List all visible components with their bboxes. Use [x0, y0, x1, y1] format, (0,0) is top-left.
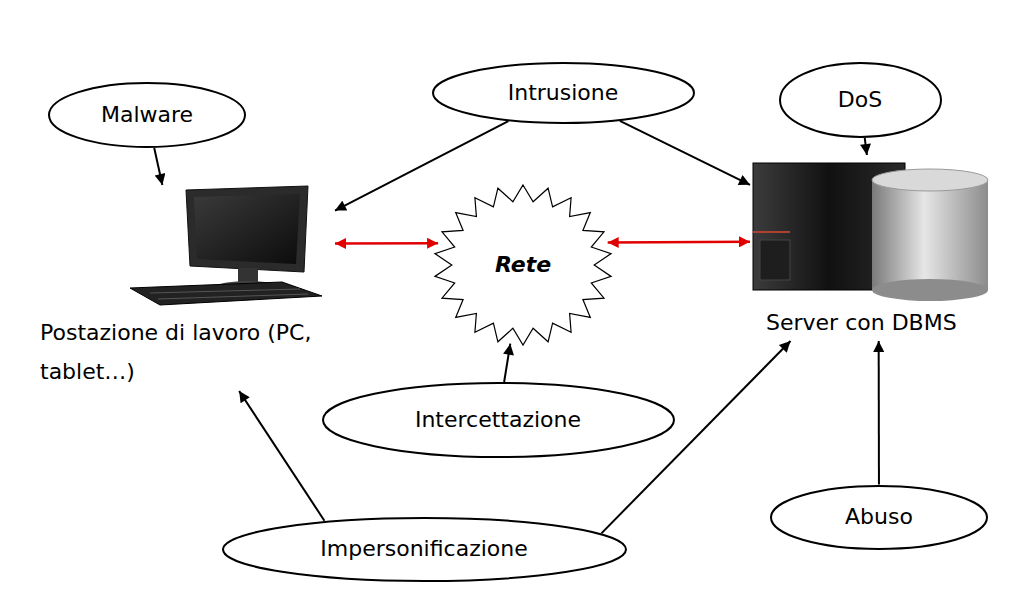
- text-group: Abuso: [845, 503, 913, 531]
- threat-ellipse: Impersonificazione: [222, 517, 627, 582]
- ellipse-outline: [323, 383, 674, 457]
- starburst-outline: [435, 185, 611, 345]
- threat-ellipse: Abuso: [770, 485, 988, 550]
- keyboard: [130, 282, 322, 305]
- connector-arrow: [504, 344, 510, 382]
- node-label: DoS: [838, 86, 882, 114]
- disk-top: [872, 169, 988, 191]
- connector-arrow: [620, 121, 750, 185]
- server-stripe: [753, 231, 790, 233]
- ellipse-outline: [223, 518, 626, 581]
- connector-arrow: [335, 242, 438, 245]
- server-bay: [760, 240, 790, 280]
- monitor-frame: [186, 186, 308, 272]
- illustration-space: [40, 185, 330, 313]
- disk-body: [872, 180, 988, 290]
- keyboard-keys: [158, 294, 308, 299]
- node-caption: Postazione di lavoro (PC, tablet…): [40, 313, 330, 391]
- server-illustration: [753, 163, 988, 301]
- server-node: Server con DBMS: [750, 155, 1007, 341]
- connector-arrow: [239, 391, 324, 521]
- threat-ellipse: DoS: [779, 62, 942, 138]
- text-group: Intrusione: [508, 79, 619, 107]
- network-cloud: Rete: [432, 183, 614, 347]
- node-label: Abuso: [845, 503, 913, 531]
- keyboard-keys: [150, 289, 300, 293]
- connector-arrow: [865, 138, 867, 155]
- ellipse-outline: [771, 486, 987, 549]
- threat-ellipse: Malware: [48, 82, 246, 148]
- text-group: Rete: [495, 251, 551, 279]
- node-label: Intrusione: [508, 79, 619, 107]
- text-group: DoS: [838, 86, 882, 114]
- node-label: Impersonificazione: [320, 535, 527, 563]
- pc-illustration: [130, 186, 322, 305]
- threat-ellipse: Intrusione: [432, 62, 695, 124]
- disk-bottom: [872, 279, 988, 301]
- text-group: Impersonificazione: [320, 535, 527, 563]
- connector-arrow: [335, 121, 508, 210]
- node-label: Malware: [101, 101, 193, 129]
- workstation-node: Postazione di lavoro (PC, tablet…): [35, 185, 335, 391]
- text-group: Intercettazione: [415, 406, 581, 434]
- ellipse-outline: [780, 63, 941, 137]
- text-group: Malware: [101, 101, 193, 129]
- ellipse-outline: [49, 83, 245, 147]
- node-label: Rete: [495, 251, 551, 279]
- connector-arrow: [608, 241, 750, 244]
- connector-arrow: [878, 341, 880, 485]
- monitor-screen: [194, 194, 300, 264]
- threat-ellipse: Intercettazione: [322, 382, 675, 458]
- illustration-space: [766, 155, 991, 305]
- connector-arrow: [154, 148, 162, 185]
- node-caption: Server con DBMS: [766, 305, 991, 341]
- ellipse-outline: [433, 63, 694, 123]
- node-label: Intercettazione: [415, 406, 581, 434]
